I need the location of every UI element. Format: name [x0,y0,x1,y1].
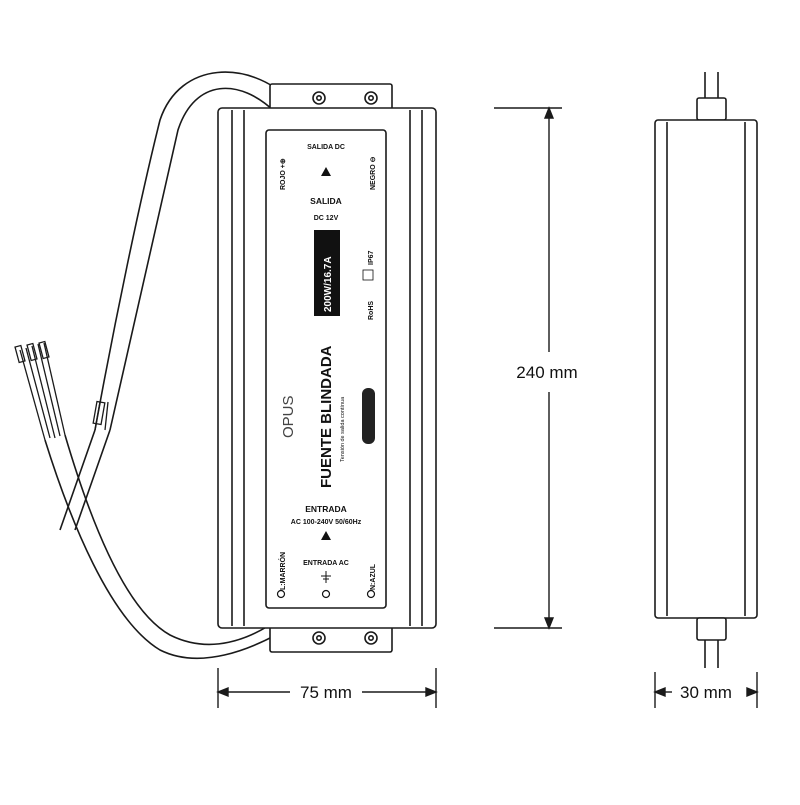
output-title: SALIDA [310,196,342,206]
height-label: 240 mm [516,363,577,382]
height-dimension [494,106,562,630]
neutral-terminal-hole [366,589,376,599]
rohs-mark: RoHS [368,301,375,320]
product-name: FUENTE BLINDADA [318,345,335,488]
input-bottom-label: ENTRADA AC [303,560,349,567]
housing-side [654,72,758,668]
housing-front [217,107,437,629]
indicator-window [362,388,375,444]
rating-badge [314,230,340,316]
waste-icon [362,269,374,281]
neutral-terminal-label: N:AZUL [370,563,377,590]
input-title: ENTRADA [305,504,347,514]
product-subtitle: Tensión de salida contínua [340,396,346,462]
output-voltage: DC 12V [314,215,339,222]
rating-text: 200W/16.7A [323,256,334,312]
width-dimension [216,668,438,708]
live-terminal-label: L:MARRÓN [278,552,287,590]
ip-rating: IP67 [368,250,375,265]
depth-label: 30 mm [680,683,732,702]
brand-logo: OPUS [280,395,297,438]
width-label: 75 mm [300,683,352,702]
input-spec: AC 100-240V 50/60Hz [291,519,362,526]
output-top-label: SALIDA DC [307,144,345,151]
negative-terminal-label: NEGRO ⊖ [370,156,377,190]
output-cable [59,71,291,531]
wire-ends [14,340,109,441]
label-content: SALIDA DC ROJO +⊕ NEGRO ⊖ SALIDA DC 12V … [276,144,377,599]
positive-terminal-label: ROJO +⊕ [280,158,287,190]
output-arrow-icon [321,167,331,176]
ground-terminal-hole [321,589,331,599]
depth-dimension [653,672,759,708]
input-cable [44,434,286,659]
input-arrow-icon [321,531,331,540]
ground-icon [321,571,331,583]
live-terminal-hole [276,589,286,599]
